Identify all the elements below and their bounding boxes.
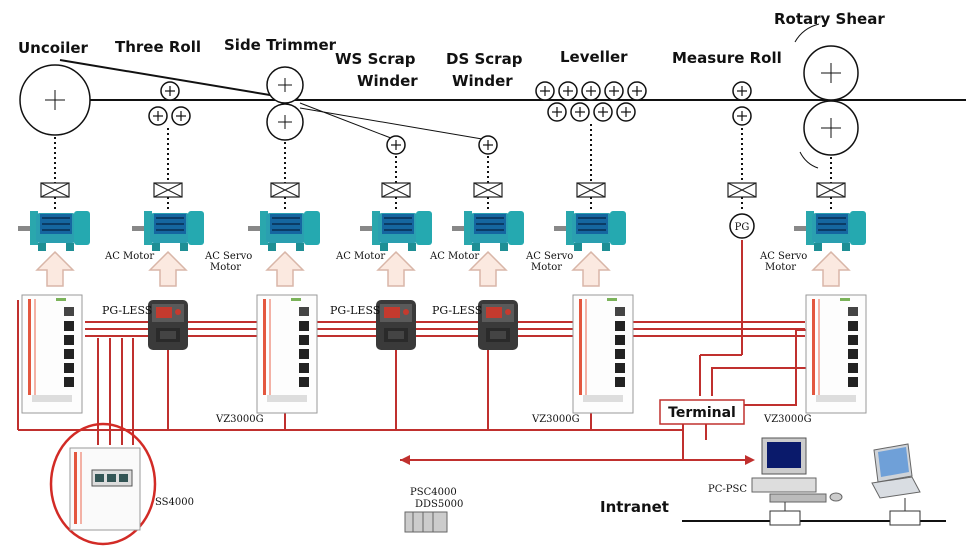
svg-text:Leveller: Leveller (560, 48, 628, 66)
svg-text:SS4000: SS4000 (155, 497, 194, 508)
ds-scrap-winder-roll (478, 135, 498, 155)
svg-text:Motor: Motor (531, 262, 562, 273)
drive-labels: PG-LESS PG-LESS PG-LESS VZ3000G VZ3000G … (102, 304, 812, 425)
svg-text:WS Scrap: WS Scrap (335, 50, 416, 68)
side-trimmer-rolls (266, 66, 304, 141)
svg-text:Uncoiler: Uncoiler (18, 39, 89, 57)
svg-text:AC Motor: AC Motor (429, 251, 479, 262)
ss4000-controller: SS4000 (49, 422, 194, 546)
svg-text:Terminal: Terminal (668, 405, 736, 421)
svg-text:DS Scrap: DS Scrap (446, 50, 523, 68)
measure-roll (732, 81, 752, 126)
process-labels: Uncoiler Three Roll Side Trimmer WS Scra… (18, 10, 885, 90)
pg-encoder: PG (729, 213, 755, 239)
svg-text:PG-LESS: PG-LESS (432, 304, 482, 317)
svg-text:Motor: Motor (765, 262, 796, 273)
drive-bus (17, 240, 806, 461)
svg-text:Motor: Motor (210, 262, 241, 273)
motor-labels: AC Motor AC Servo Motor AC Motor AC Moto… (104, 251, 807, 273)
laptop (871, 443, 921, 499)
svg-text:VZ3000G: VZ3000G (215, 414, 264, 425)
svg-text:Three Roll: Three Roll (115, 38, 201, 56)
psc-module: PSC4000 DDS5000 (404, 487, 463, 533)
svg-text:PC-PSC: PC-PSC (708, 484, 747, 495)
rotary-shear-rolls (794, 23, 859, 169)
svg-text:Intranet: Intranet (600, 498, 669, 516)
svg-text:Winder: Winder (357, 72, 418, 90)
svg-text:AC Servo: AC Servo (759, 251, 807, 262)
svg-text:PG-LESS: PG-LESS (330, 304, 380, 317)
uncoiler-roll (19, 64, 91, 136)
shafts (54, 124, 832, 183)
svg-text:Measure Roll: Measure Roll (672, 49, 782, 67)
svg-text:Winder: Winder (452, 72, 513, 90)
svg-text:AC Motor: AC Motor (335, 251, 385, 262)
svg-text:Rotary Shear: Rotary Shear (774, 10, 885, 28)
svg-text:AC Servo: AC Servo (525, 251, 573, 262)
svg-text:VZ3000G: VZ3000G (763, 414, 812, 425)
leveller-rolls (535, 81, 647, 122)
three-roll (148, 81, 191, 126)
svg-text:VZ3000G: VZ3000G (531, 414, 580, 425)
intranet: Intranet (600, 498, 946, 526)
svg-text:AC Motor: AC Motor (104, 251, 154, 262)
svg-text:AC Servo: AC Servo (204, 251, 252, 262)
ws-scrap-winder-roll (386, 135, 406, 155)
couplings (40, 182, 846, 198)
svg-text:PG: PG (735, 222, 750, 233)
svg-text:PSC4000: PSC4000 (410, 487, 457, 498)
svg-text:Side Trimmer: Side Trimmer (224, 36, 337, 54)
svg-text:DDS5000: DDS5000 (415, 499, 463, 510)
svg-text:PG-LESS: PG-LESS (102, 304, 152, 317)
terminal-box: Terminal (659, 399, 745, 425)
pc-psc: PC-PSC (708, 437, 843, 503)
